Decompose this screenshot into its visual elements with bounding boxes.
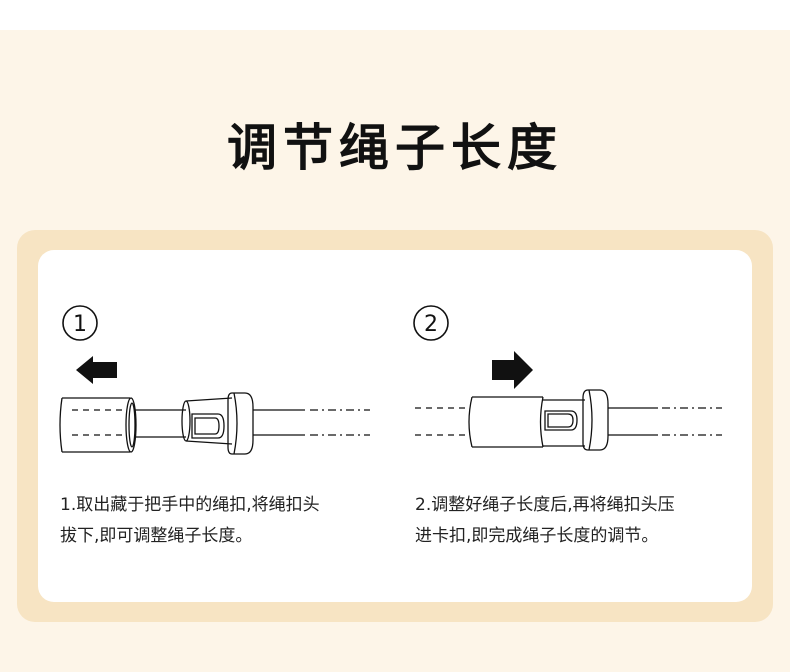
cord-dashed bbox=[662, 407, 722, 436]
step-2-number-circle bbox=[413, 305, 449, 341]
step-1-number: 1 bbox=[73, 312, 87, 337]
step-1-line: 拔下,即可调整绳子长度。 bbox=[60, 526, 253, 546]
top-band bbox=[0, 0, 790, 30]
step-1-line: 1.取出藏于把手中的绳扣,将绳扣头 bbox=[60, 495, 320, 515]
step-1-number-circle bbox=[62, 305, 98, 341]
cord bbox=[608, 407, 658, 436]
step-2-diagram: 2 bbox=[413, 305, 722, 451]
cord-lock bbox=[181, 392, 254, 455]
instruction-card bbox=[38, 250, 752, 602]
arrow-right-icon bbox=[492, 351, 533, 389]
cord-tube bbox=[135, 409, 186, 438]
cord-lock bbox=[543, 389, 609, 451]
step-2-description: 2.调整好绳子长度后,再将绳扣头压 进卡扣,即完成绳子长度的调节。 bbox=[415, 490, 675, 552]
cord-dashed-left bbox=[415, 407, 467, 436]
step-2-line: 进卡扣,即完成绳子长度的调节。 bbox=[415, 526, 659, 546]
sleeve bbox=[468, 396, 544, 448]
cord bbox=[253, 409, 305, 436]
step-1-description: 1.取出藏于把手中的绳扣,将绳扣头 拔下,即可调整绳子长度。 bbox=[60, 490, 320, 552]
step-2-number: 2 bbox=[424, 312, 438, 337]
sleeve bbox=[59, 397, 137, 453]
page-title: 调节绳子长度 bbox=[227, 119, 563, 177]
arrow-left-icon bbox=[76, 356, 117, 384]
cord-dashed bbox=[310, 409, 370, 436]
step-2-line: 2.调整好绳子长度后,再将绳扣头压 bbox=[415, 495, 675, 515]
step-1-diagram: 1 bbox=[59, 305, 370, 455]
